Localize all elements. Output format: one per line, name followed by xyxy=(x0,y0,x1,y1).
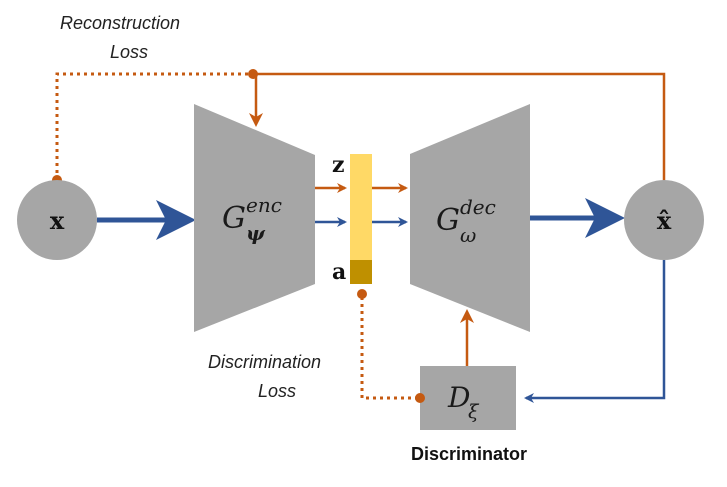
encoder-block xyxy=(194,104,315,332)
discriminator-loss-dot xyxy=(415,393,425,403)
discrimination-loss-dotted-line xyxy=(360,290,420,400)
latent-a-bar xyxy=(350,260,372,284)
discriminator-caption: Discriminator xyxy=(411,444,527,464)
reconstruction-loss-dotted-line xyxy=(55,72,253,180)
svg-text:ψ: ψ xyxy=(246,221,266,245)
output-to-discriminator-line xyxy=(524,260,666,403)
svg-text:dec: dec xyxy=(460,195,496,219)
discriminator-block xyxy=(420,366,516,430)
reconstruction-loss-label-line1: Reconstruction xyxy=(60,13,180,33)
output-node-label: x̂ xyxy=(657,206,672,235)
svg-text:G: G xyxy=(436,203,460,238)
svg-text:G: G xyxy=(222,201,246,236)
svg-text:D: D xyxy=(447,381,470,414)
latent-z-bar xyxy=(350,154,372,260)
output-node xyxy=(624,180,704,260)
input-node-label: x xyxy=(50,206,65,235)
discrimination-loss-label-line2: Loss xyxy=(258,381,296,401)
svg-text:enc: enc xyxy=(246,193,282,217)
latent-z-label: z xyxy=(332,152,345,178)
discriminator-math-label: D ξ xyxy=(447,381,480,423)
decoder-label: G dec ω xyxy=(436,195,496,247)
reconstruction-feedback-line xyxy=(253,72,666,185)
latent-a-label: a xyxy=(332,259,346,285)
decoder-block xyxy=(410,104,530,332)
reconstruction-junction-dot xyxy=(248,69,258,79)
discrimination-loss-label-line1: Discrimination xyxy=(208,352,321,372)
latent-loss-dot xyxy=(357,289,367,299)
encoder-label: G enc ψ xyxy=(222,193,282,245)
svg-text:ω: ω xyxy=(460,223,476,247)
reconstruction-loss-label-line2: Loss xyxy=(110,42,148,62)
input-node xyxy=(17,180,97,260)
svg-text:ξ: ξ xyxy=(468,401,480,423)
